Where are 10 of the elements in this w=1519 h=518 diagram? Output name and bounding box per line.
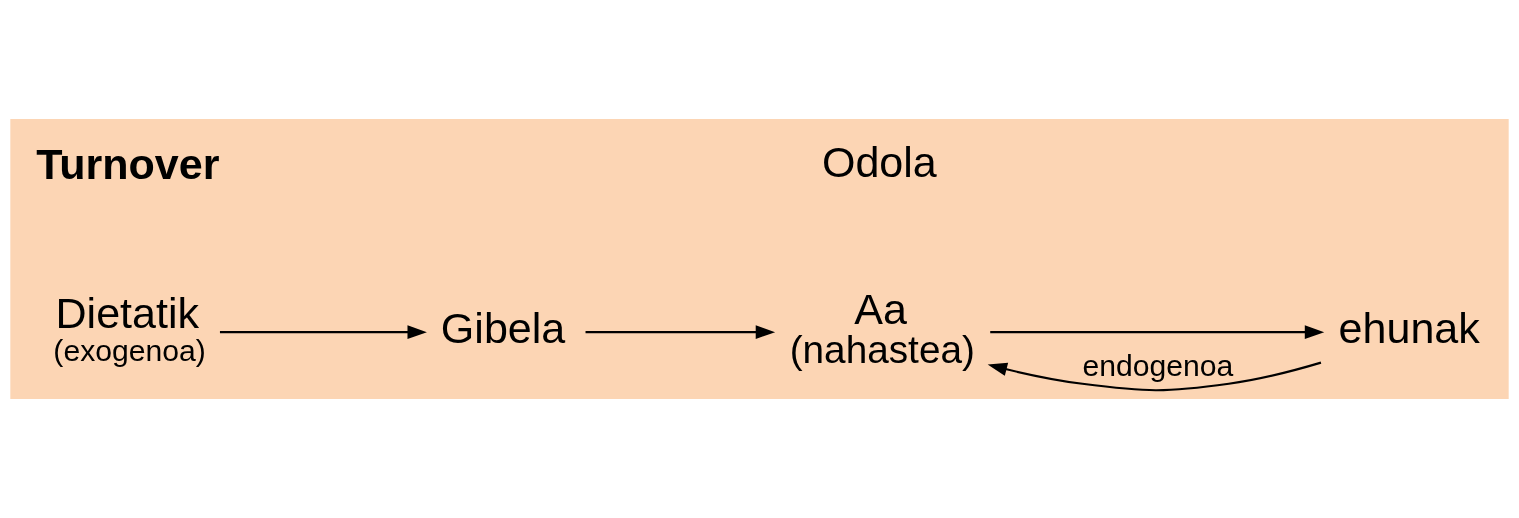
arrow xyxy=(219,325,427,339)
label: Turnover xyxy=(36,140,220,189)
arrow xyxy=(585,325,776,339)
node-text: Dietatik (exogenoa) xyxy=(53,288,206,367)
node-text: Gibela xyxy=(440,303,566,352)
arrow xyxy=(990,325,1325,339)
edge-label: endogenoa xyxy=(1082,348,1234,382)
arrow xyxy=(987,361,1322,392)
node-text: ehunak xyxy=(1338,303,1480,352)
label: Odola xyxy=(821,138,937,187)
